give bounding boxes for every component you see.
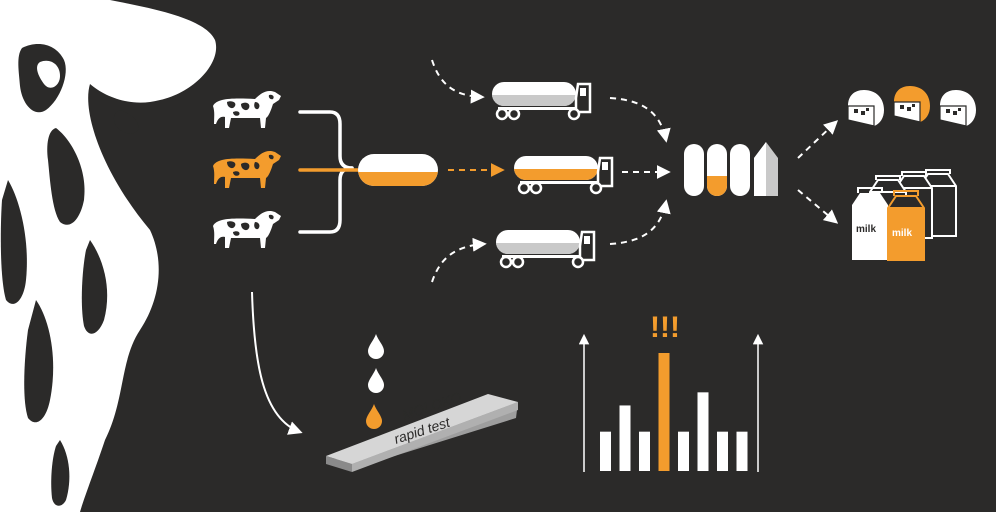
tanker-truck-icon-highlighted (514, 156, 614, 195)
detection-bar-chart: !!! (578, 311, 764, 472)
alert-indicator: !!! (650, 311, 680, 344)
cheese-wheel-icon-highlighted (893, 85, 931, 123)
carton-label: milk (892, 228, 912, 239)
chart-bar (717, 431, 728, 471)
chart-bar (697, 392, 709, 471)
silo-to-product-arrows (797, 120, 839, 224)
chart-bar (619, 405, 631, 471)
chart-bar (736, 431, 748, 471)
cow-icon-highlighted (213, 150, 281, 188)
tanker-truck-icon (494, 228, 596, 269)
tanker-truck-icon (490, 80, 592, 121)
cheese-wheel-icon (847, 89, 885, 127)
chart-bar (600, 431, 611, 471)
chart-bar (639, 431, 650, 471)
milk-carton-group: milk milk (852, 169, 957, 261)
rapid-test-kit: MOLOKO rapid test (326, 389, 518, 472)
sample-arrow (251, 291, 303, 435)
milk-carton-icon: milk (852, 187, 888, 260)
carton-label: milk (856, 224, 876, 235)
droplet-icon (368, 334, 384, 359)
truck-to-silo-arrows (609, 97, 671, 245)
collection-tank-icon (358, 154, 438, 186)
cow-icon (213, 90, 281, 128)
droplet-icon (368, 368, 384, 393)
cheese-wheel-icon (939, 89, 977, 127)
merge-bracket (298, 110, 360, 234)
chart-bar (678, 431, 689, 471)
cow-head-silhouette (0, 0, 217, 512)
storage-tank-icon (684, 142, 778, 196)
incoming-flow-arrows (431, 59, 487, 283)
milk-carton-icon-highlighted: milk (887, 190, 925, 261)
cow-icon (213, 210, 281, 248)
chart-bar-highlighted (658, 353, 670, 471)
droplet-icon-highlighted (366, 404, 382, 429)
